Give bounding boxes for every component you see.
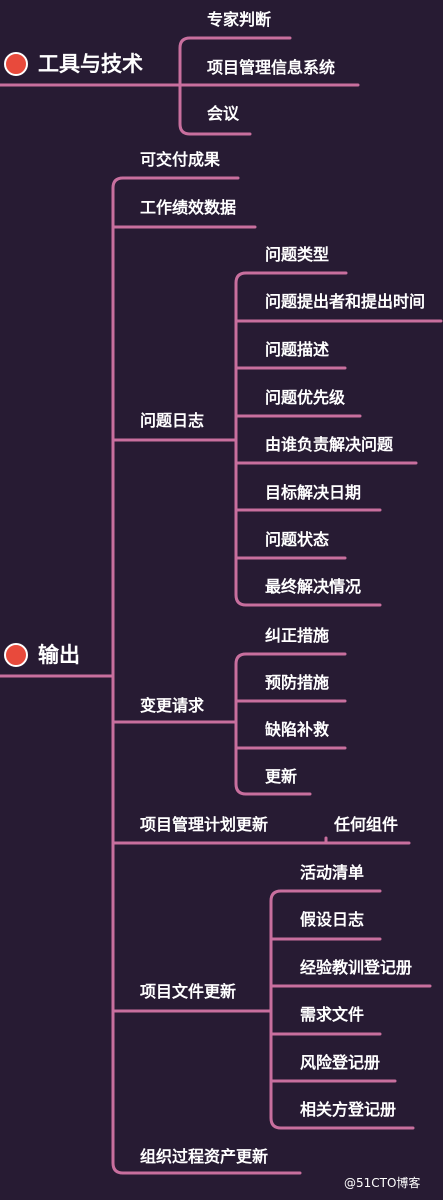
issue-item[interactable]: 目标解决日期	[265, 483, 362, 502]
docs-item[interactable]: 假设日志	[300, 910, 365, 929]
docs-item[interactable]: 风险登记册	[300, 1053, 381, 1072]
output-document-updates[interactable]: 项目文件更新	[140, 982, 237, 1001]
docs-bracket	[269, 889, 283, 1130]
issue-item[interactable]: 问题状态	[265, 530, 330, 549]
issue-item[interactable]: 问题类型	[265, 245, 330, 264]
tools-title[interactable]: 工具与技术	[38, 52, 143, 76]
docs-item[interactable]: 需求文件	[300, 1005, 365, 1024]
change-item[interactable]: 纠正措施	[265, 626, 330, 645]
issue-bracket	[234, 271, 248, 607]
issue-item[interactable]: 由谁负责解决问题	[265, 435, 394, 454]
tools-bullet	[4, 52, 28, 76]
change-bracket	[234, 652, 248, 796]
outputs-bracket	[111, 176, 125, 1175]
output-change-requests[interactable]: 变更请求	[140, 696, 205, 715]
docs-item[interactable]: 经验教训登记册	[300, 958, 413, 977]
watermark: @51CTO博客	[344, 1176, 421, 1190]
issue-item[interactable]: 问题描述	[265, 340, 330, 359]
change-item[interactable]: 更新	[265, 767, 298, 786]
tools-item-expert[interactable]: 专家判断	[207, 10, 272, 29]
docs-item[interactable]: 相关方登记册	[300, 1100, 397, 1119]
output-work-performance-data[interactable]: 工作绩效数据	[140, 198, 237, 217]
outputs-bullet	[4, 643, 28, 667]
output-deliverables[interactable]: 可交付成果	[140, 150, 221, 169]
issue-item[interactable]: 最终解决情况	[265, 577, 362, 596]
output-plan-updates[interactable]: 项目管理计划更新	[140, 815, 269, 834]
tools-item-pmis[interactable]: 项目管理信息系统	[207, 58, 336, 77]
issue-item[interactable]: 问题提出者和提出时间	[265, 292, 426, 311]
output-issue-log[interactable]: 问题日志	[140, 411, 205, 430]
tools-item-meeting[interactable]: 会议	[207, 104, 240, 123]
change-item[interactable]: 缺陷补救	[265, 720, 330, 739]
docs-item[interactable]: 活动清单	[300, 863, 365, 882]
issue-item[interactable]: 问题优先级	[265, 388, 346, 407]
output-opa-updates[interactable]: 组织过程资产更新	[140, 1147, 269, 1166]
change-item[interactable]: 预防措施	[265, 673, 330, 692]
plan-updates-child[interactable]: 任何组件	[334, 815, 399, 834]
outputs-title[interactable]: 输出	[38, 643, 80, 667]
